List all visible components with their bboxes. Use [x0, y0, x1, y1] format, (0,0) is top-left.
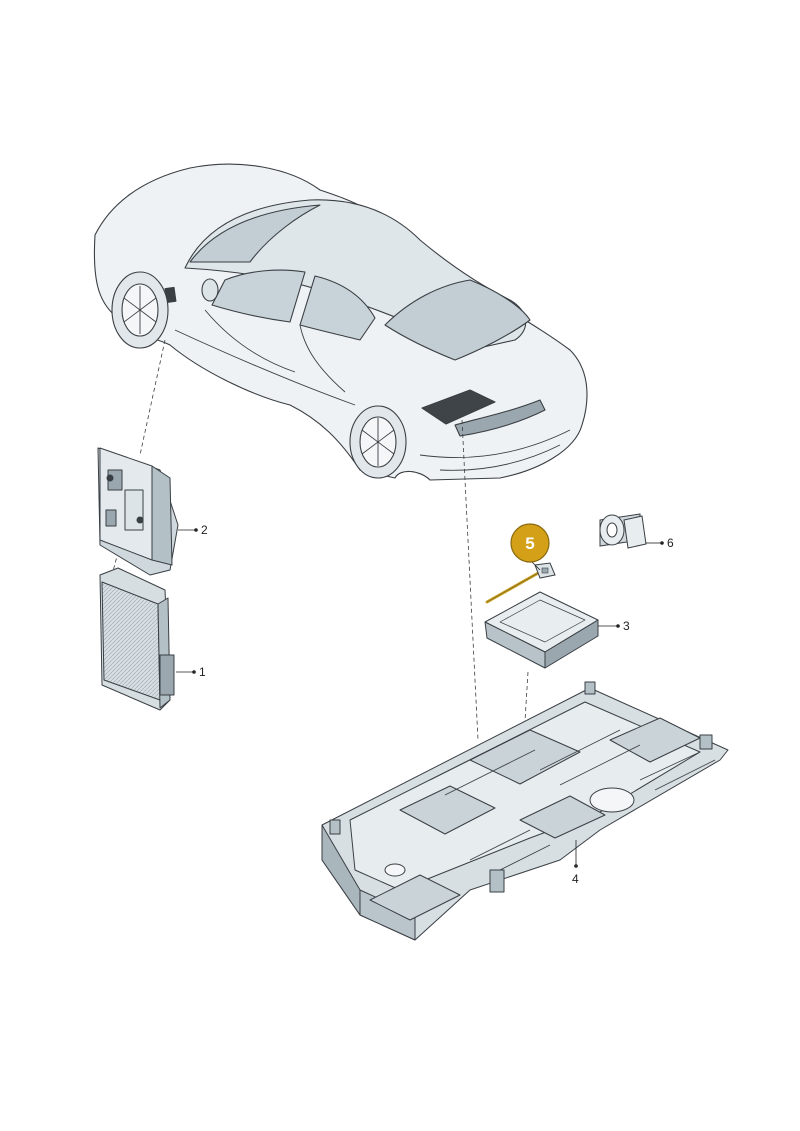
tape-roll-icon: [599, 513, 647, 549]
car-side-window-front: [211, 269, 306, 323]
label-part-5: 5: [525, 534, 534, 553]
bracket-icon: [97, 447, 179, 576]
callout-part-6: 6: [646, 536, 674, 550]
callout-part-4: 4: [572, 840, 579, 886]
car-rear-window: [384, 279, 531, 361]
label-part-1: 1: [199, 665, 206, 679]
label-part-2: 2: [201, 523, 208, 537]
leader-trunk-to-tray: [461, 419, 479, 741]
tray-icon: [321, 681, 729, 941]
callout-part-1: 1: [176, 665, 206, 679]
car-rear-light: [454, 399, 546, 437]
car-mirror: [201, 278, 219, 302]
car-windshield: [189, 204, 321, 263]
leader-bracket-to-unit: [111, 544, 121, 576]
leader-car-to-bracket: [139, 339, 166, 456]
control-unit-icon: [99, 567, 175, 711]
callout-part-3: 3: [598, 619, 630, 633]
car-door-lines: [174, 309, 356, 406]
label-part-6: 6: [667, 536, 674, 550]
label-part-4: 4: [572, 872, 579, 886]
callout-part-2: 2: [178, 523, 208, 537]
callout-part-5[interactable]: 5: [510, 523, 550, 571]
car-trunk-location: [421, 389, 496, 425]
car-rear-bumper: [419, 429, 571, 471]
car-illustration: [93, 163, 588, 481]
cable-icon: [485, 562, 556, 604]
car-rear-wheel: [349, 405, 407, 479]
car-front-wheel: [111, 271, 169, 349]
highlight-badge[interactable]: [510, 523, 550, 563]
radar-module-icon: [484, 591, 599, 669]
car-side-window-rear: [299, 275, 376, 341]
label-part-3: 3: [623, 619, 630, 633]
